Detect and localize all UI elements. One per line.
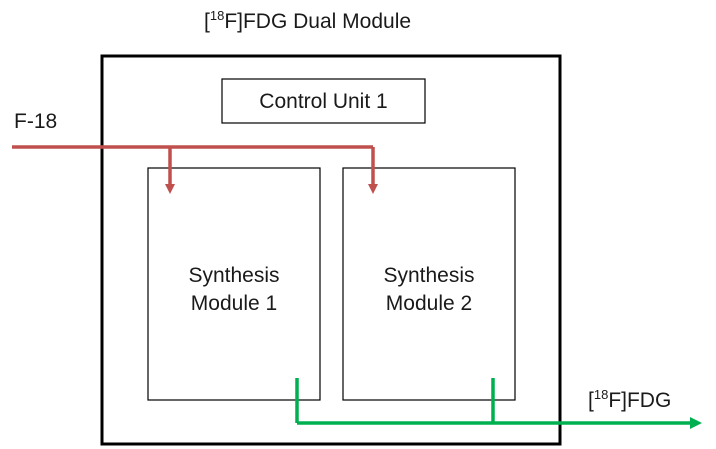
control-unit-box bbox=[221, 78, 426, 124]
output-bracket: [ bbox=[588, 389, 594, 412]
synthesis-module-2-label: Synthesis Module 2 bbox=[343, 262, 515, 318]
diagram-title: [18F]FDG Dual Module bbox=[204, 8, 412, 33]
module-1-line2: Module 1 bbox=[190, 292, 278, 315]
title-rest: F]FDG Dual Module bbox=[224, 10, 412, 33]
f18-input-line bbox=[12, 145, 378, 194]
dual-module-frame bbox=[100, 54, 562, 446]
control-unit-label: Control Unit 1 bbox=[259, 90, 388, 113]
f18-input-label: F-18 bbox=[14, 110, 58, 133]
synthesis-module-1-label: Synthesis Module 1 bbox=[148, 262, 320, 318]
title-isotope-mass: 18 bbox=[209, 8, 225, 23]
fdg-output-label: [18F]FDG bbox=[588, 387, 672, 412]
title-bracket: [ bbox=[204, 10, 210, 33]
module-2-line2: Module 2 bbox=[385, 292, 473, 315]
output-rest: F]FDG bbox=[608, 389, 672, 412]
fdg-output-line bbox=[295, 378, 702, 429]
module-1-line1: Synthesis bbox=[188, 264, 280, 287]
synthesis-module-1-box bbox=[147, 167, 321, 401]
output-isotope-mass: 18 bbox=[593, 387, 609, 402]
module-2-line1: Synthesis bbox=[383, 264, 475, 287]
synthesis-module-2-box bbox=[342, 167, 516, 401]
